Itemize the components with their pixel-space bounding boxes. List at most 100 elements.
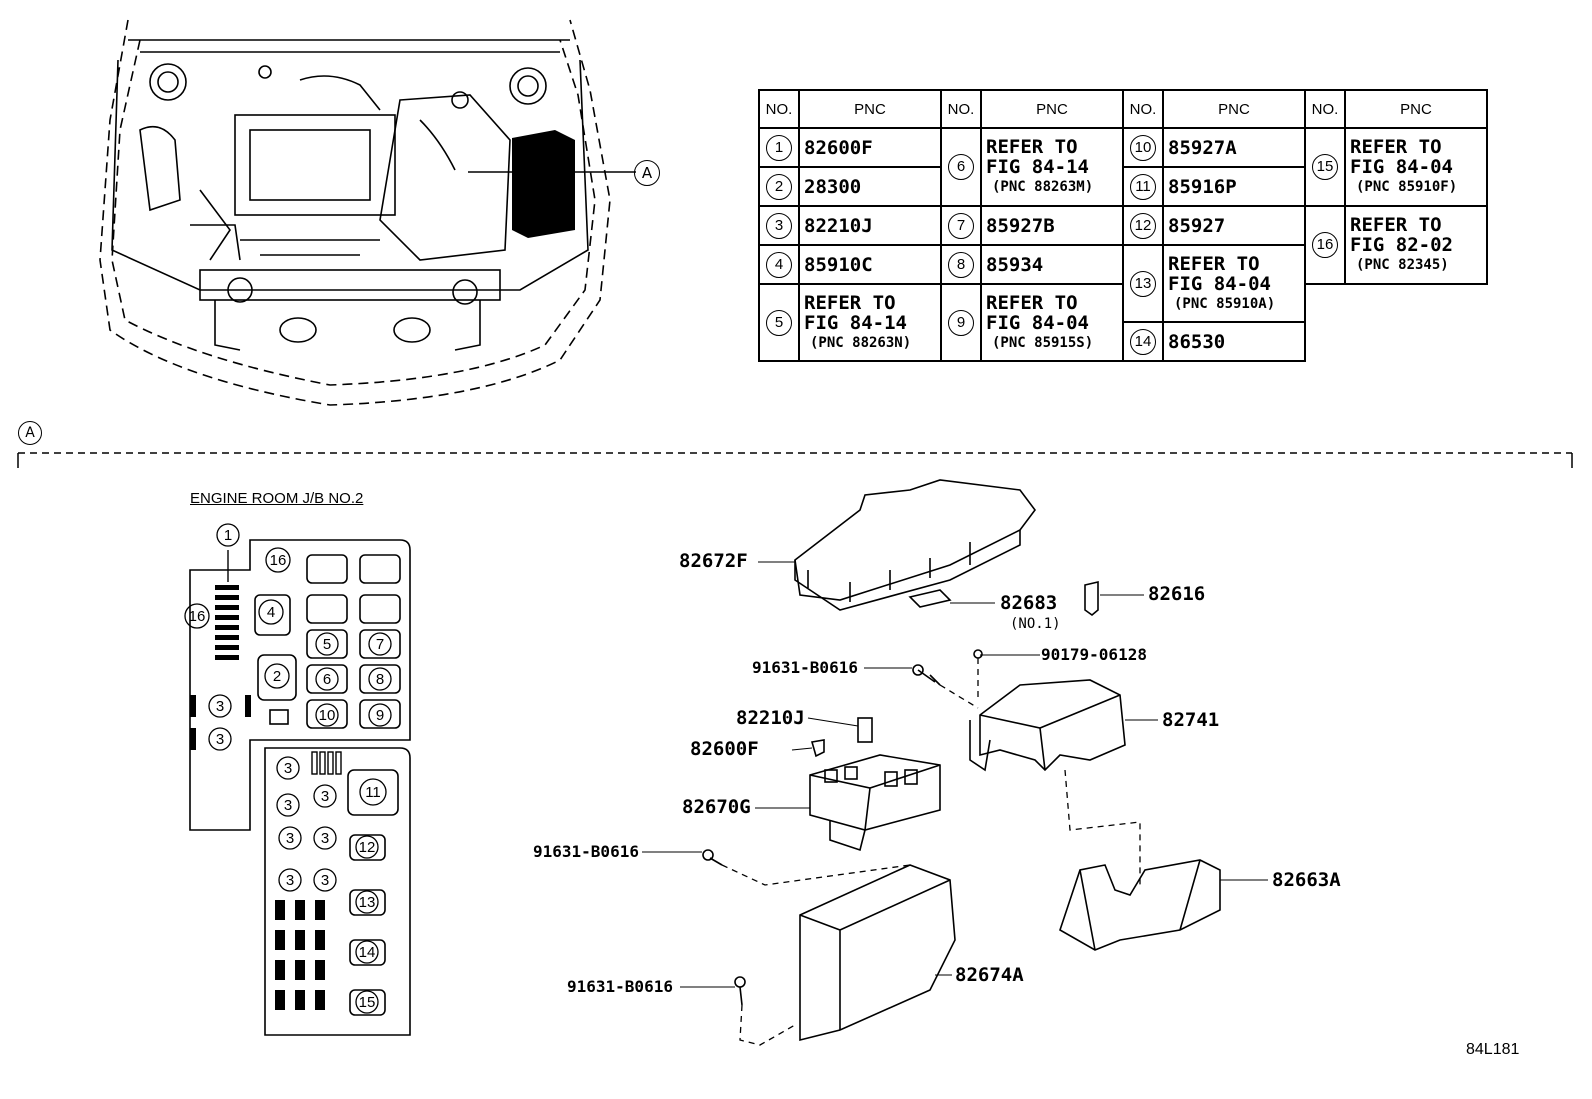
ref-line: REFER TO [1168,252,1260,275]
ref-pnc: (PNC 85910A) [1174,295,1276,312]
header-pnc: PNC [1344,89,1488,129]
item-number: 2 [766,173,792,200]
pnc-value: 85934 [980,244,1124,285]
part-label-bolt: 91631-B0616 [752,658,858,677]
part-label-fuse: 82600F [690,738,759,760]
clip-shape [1084,580,1099,617]
item-number: 5 [766,309,792,336]
svg-text:9: 9 [376,707,384,724]
svg-text:12: 12 [359,839,376,856]
ref-line: FIG 84-04 [986,311,1089,334]
section-divider [17,452,1573,468]
item-number: 9 [948,309,974,336]
engine-bay-illustration [99,19,636,406]
pnc-reference: REFER TO FIG 84-04 (PNC 85915S) [980,283,1124,362]
svg-text:15: 15 [359,994,376,1011]
ref-line: FIG 84-04 [1168,272,1271,295]
part-label-box: 82674A [955,964,1024,986]
header-pnc: PNC [798,89,942,129]
ref-pnc: (PNC 85915S) [992,334,1094,351]
item-number: 1 [766,134,792,161]
header-pnc: PNC [1162,89,1306,129]
item-number: 15 [1312,154,1338,180]
table-row: 4 85910C 8 85934 13 REFER TO FIG 84-04 (… [758,244,1487,323]
table-row: 3 82210J 7 85927B 12 85927 16 REFER TO F… [758,205,1488,285]
item-number: 13 [1130,270,1156,297]
table-header-row: NO. PNC NO. PNC NO. PNC NO. PNC [758,89,1488,129]
table-row: 1 82600F 6 REFER TO FIG 84-14 (PNC 88263… [758,127,1488,207]
table-row: 5 REFER TO FIG 84-14 (PNC 88263N) 9 REFE… [758,283,1487,362]
ref-line: REFER TO [986,136,1078,158]
part-label-sticker-sub: (NO.1) [1010,616,1061,632]
part-label-bolt: 91631-B0616 [567,977,673,996]
svg-text:3: 3 [321,872,329,889]
svg-text:16: 16 [270,552,287,569]
part-label-fuse-block: 82670G [682,796,751,818]
header-no: NO. [940,89,982,129]
header-pnc: PNC [980,89,1124,129]
figure-code: 84L181 [1466,1041,1520,1058]
jb-title: ENGINE ROOM J/B NO.2 [190,490,364,507]
header-no: NO. [1122,89,1164,129]
table-row: 14 86530 [759,321,1487,362]
ref-pnc: (PNC 85910F) [1356,179,1458,195]
item-number: 8 [948,251,974,278]
pnc-value: 28300 [798,166,942,207]
item-number: 3 [766,212,792,239]
svg-text:3: 3 [286,872,294,889]
part-label-bracket: 82741 [1162,709,1220,731]
ref-line: FIG 84-14 [986,156,1089,178]
part-label-bolt: 91631-B0616 [533,842,639,861]
svg-text:3: 3 [216,698,224,715]
callout-a-top-letter: A [641,164,653,182]
header-no: NO. [1304,89,1346,129]
callout-a-top: A [634,160,660,186]
svg-text:7: 7 [376,636,384,653]
exploded-parts-diagram [642,479,1268,1046]
jb-outline-upper [189,539,411,831]
jb-outline-lower [264,747,411,1036]
ref-pnc: (PNC 88263N) [810,334,912,351]
cover-shape [794,479,1036,601]
svg-text:3: 3 [321,788,329,805]
svg-text:13: 13 [359,894,376,911]
pnc-table: NO. PNC NO. PNC NO. PNC NO. PNC 1 82600F… [758,89,1488,362]
svg-text:3: 3 [284,797,292,814]
table-row: 2 28300 11 85916P [758,166,1487,207]
pnc-value: 82600F [798,127,942,168]
svg-text:14: 14 [359,944,376,961]
ref-line: FIG 84-04 [1350,156,1453,178]
ref-line: REFER TO [804,291,896,314]
part-label-clip: 82616 [1148,583,1206,605]
pnc-reference: REFER TO FIG 84-04 (PNC 85910A) [1162,244,1306,323]
item-number: 14 [1130,328,1156,355]
part-label-cover: 82672F [679,550,748,572]
svg-text:2: 2 [273,668,281,685]
item-number: 11 [1130,173,1156,200]
pnc-value: 82210J [798,205,942,246]
svg-text:3: 3 [284,760,292,777]
svg-text:6: 6 [323,671,331,688]
item-number: 4 [766,251,792,278]
svg-text:1: 1 [224,527,232,544]
ref-line: REFER TO [1350,136,1442,158]
pnc-value: 85916P [1162,166,1306,207]
pnc-value: 85927B [980,205,1124,246]
callout-a-section-letter: A [25,425,35,441]
svg-text:16: 16 [189,608,206,625]
pnc-reference: REFER TO FIG 84-14 (PNC 88263M) [980,127,1124,207]
pnc-reference: REFER TO FIG 84-14 (PNC 88263N) [798,283,942,362]
header-no: NO. [758,89,800,129]
pnc-value: 86530 [1162,321,1306,362]
callout-a-section: A [18,421,42,445]
ref-line: FIG 82-02 [1350,234,1453,256]
item-number: 16 [1312,232,1338,258]
part-label-relay: 82210J [736,707,805,729]
item-number: 7 [948,212,974,239]
svg-text:8: 8 [376,671,384,688]
fuse-block-shape [809,754,941,831]
svg-text:4: 4 [267,604,275,621]
svg-text:3: 3 [216,731,224,748]
svg-text:10: 10 [319,707,336,724]
